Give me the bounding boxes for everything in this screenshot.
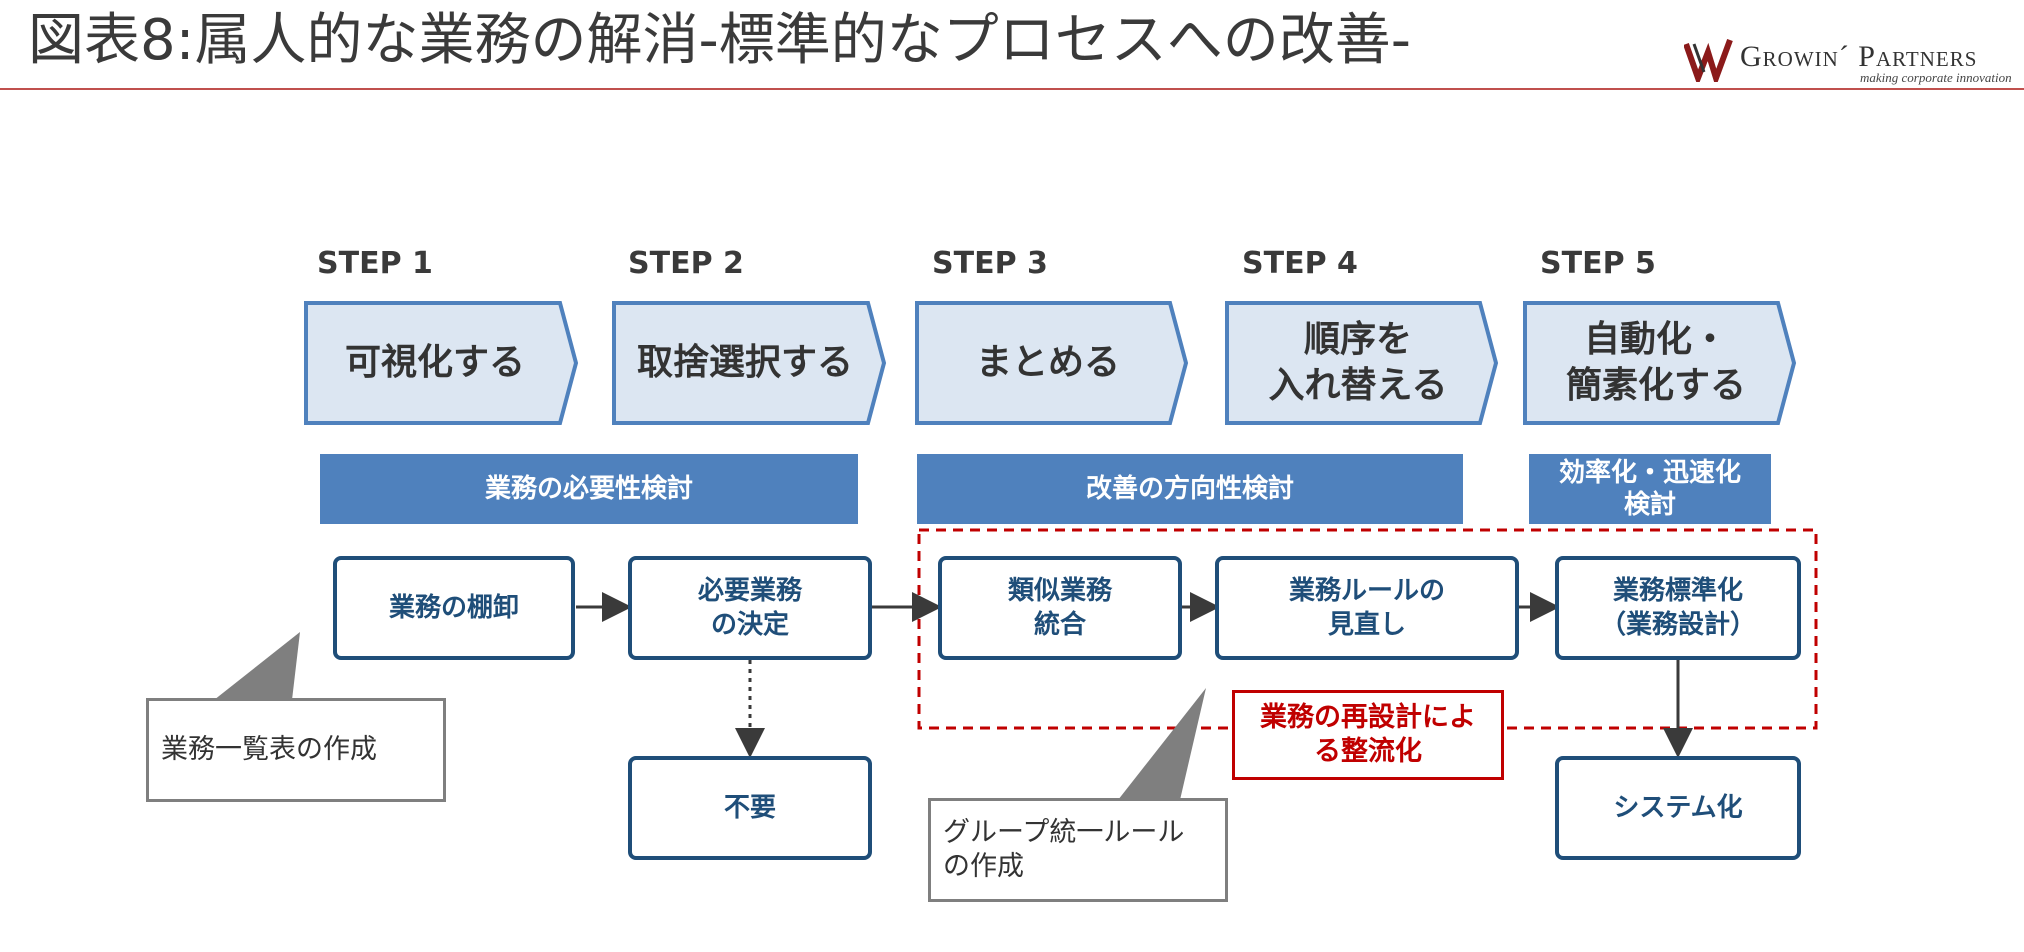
step-2-label: STEP 2 <box>628 246 744 281</box>
task-systemize: システム化 <box>1555 756 1801 860</box>
redesign-region-outline <box>917 528 1818 730</box>
step-4-chevron <box>1225 301 1499 425</box>
task-inventory: 業務の棚卸 <box>333 556 575 660</box>
step-4-title: 順序を 入れ替える <box>1268 319 1448 406</box>
company-logo-tagline: making corporate innovation <box>1860 70 2012 85</box>
step-1-chevron <box>304 301 579 425</box>
step-3-label: STEP 3 <box>932 246 1048 281</box>
step-4-label: STEP 4 <box>1242 246 1358 281</box>
callout-pointer-rules <box>1118 688 1206 800</box>
step-2-chevron <box>612 301 887 425</box>
task-integrate-similar: 類似業務 統合 <box>938 556 1182 660</box>
company-logo-text: Growin´ Partners <box>1740 40 1978 73</box>
band-necessity-review: 業務の必要性検討 <box>320 454 858 524</box>
step-5-label: STEP 5 <box>1540 246 1656 281</box>
callout-list-creation: 業務一覧表の作成 <box>146 698 446 802</box>
callout-group-rules: グループ統一ルール の作成 <box>928 798 1228 902</box>
step-5-chevron <box>1523 301 1797 425</box>
task-review-rules: 業務ルールの 見直し <box>1215 556 1519 660</box>
step-3-chevron <box>915 301 1189 425</box>
task-standardize: 業務標準化 （業務設計） <box>1555 556 1801 660</box>
step-1-title: 可視化する <box>344 342 525 383</box>
band-improvement-direction: 改善の方向性検討 <box>917 454 1463 524</box>
callout-pointer-list <box>214 632 300 700</box>
step-1-label: STEP 1 <box>317 246 433 281</box>
band-efficiency-review: 効率化・迅速化 検討 <box>1529 454 1771 524</box>
step-3-title: まとめる <box>975 342 1120 383</box>
title-divider <box>0 88 2024 90</box>
page-title: 図表8:属人的な業務の解消-標準的なプロセスへの改善- <box>28 8 1411 73</box>
step-2-title: 取捨選択する <box>636 342 853 383</box>
task-necessity-decision: 必要業務 の決定 <box>628 556 872 660</box>
task-unnecessary: 不要 <box>628 756 872 860</box>
step-5-title: 自動化・ 簡素化する <box>1565 319 1746 406</box>
redesign-streamline-label: 業務の再設計によ る整流化 <box>1232 690 1504 780</box>
company-logo-icon <box>1684 38 1733 82</box>
